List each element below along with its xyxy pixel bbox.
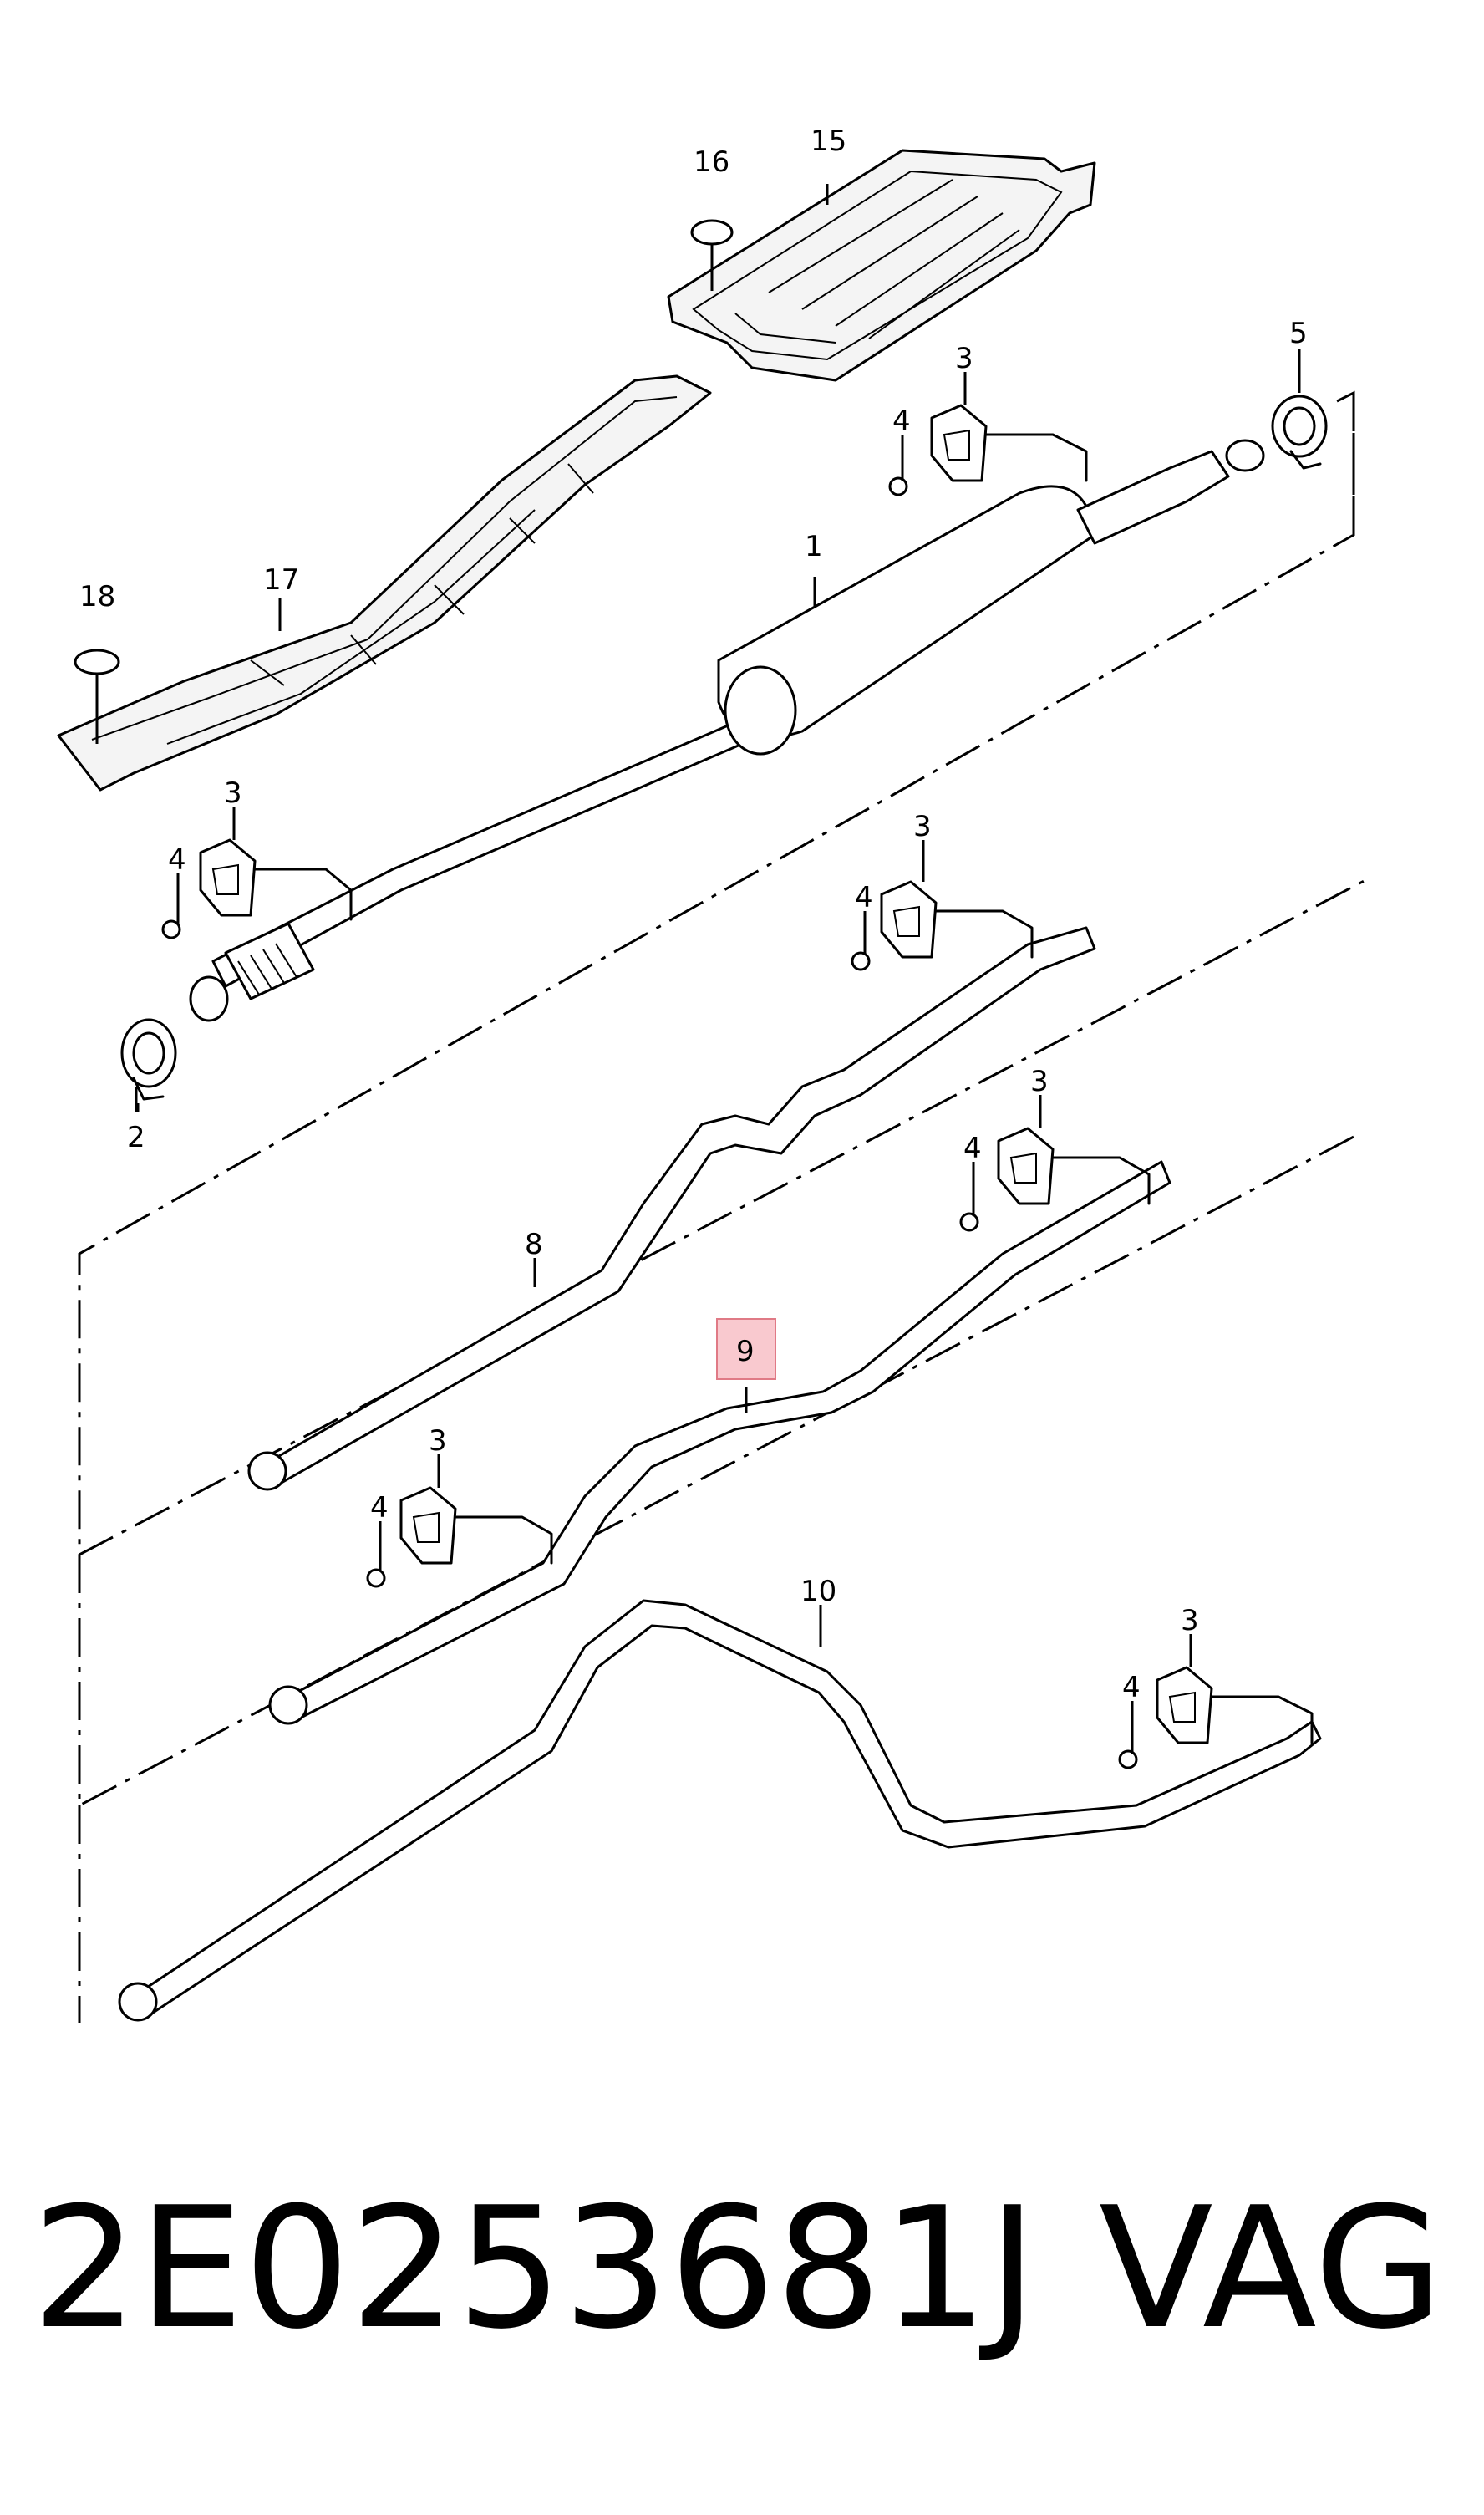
callout-5: 5	[1289, 317, 1308, 350]
mount-3-b[interactable]	[161, 838, 353, 939]
front-pipe-with-silencer[interactable]	[189, 439, 1265, 1022]
highlight-box-9	[716, 1318, 776, 1380]
callout-3-e: 3	[429, 1424, 447, 1458]
mount-3-c[interactable]	[851, 880, 1034, 971]
callout-17: 17	[263, 563, 299, 597]
callout-3-b: 3	[224, 776, 242, 810]
callout-2: 2	[127, 1121, 145, 1154]
callout-4-e: 4	[370, 1491, 389, 1525]
tailpipe-8[interactable]	[247, 926, 1096, 1491]
callout-16: 16	[694, 145, 729, 179]
mount-3-a[interactable]	[888, 404, 1088, 496]
callout-3-a: 3	[955, 342, 973, 375]
callout-1: 1	[805, 530, 823, 563]
tailpipe-9[interactable]	[268, 1160, 1171, 1725]
heat-shield-front[interactable]	[57, 374, 712, 792]
callout-4-f: 4	[1122, 1671, 1141, 1704]
callout-4-d: 4	[963, 1132, 982, 1165]
leader-lines	[135, 184, 1192, 1754]
callout-10: 10	[800, 1575, 836, 1608]
assembly-boundaries	[78, 390, 1371, 2023]
part-number: 2E0253681J	[32, 2171, 1038, 2366]
retainer-clip-16[interactable]	[690, 219, 734, 291]
clamp-front[interactable]	[120, 1018, 177, 1112]
callout-4-c: 4	[855, 881, 873, 914]
mount-3-e[interactable]	[366, 1486, 553, 1588]
callout-8: 8	[525, 1228, 543, 1261]
callout-9: 9	[736, 1335, 755, 1368]
tailpipe-10[interactable]	[118, 1599, 1322, 2022]
callout-4-a: 4	[892, 405, 911, 438]
callout-3-f: 3	[1181, 1604, 1199, 1637]
mount-3-d[interactable]	[959, 1127, 1151, 1232]
callout-18: 18	[79, 580, 115, 613]
clamp-rear[interactable]	[1271, 349, 1328, 470]
retainer-clip-18[interactable]	[74, 649, 120, 744]
mount-3-f[interactable]	[1118, 1666, 1314, 1769]
callout-4-b: 4	[168, 843, 186, 877]
brand-name: VAG	[1099, 2171, 1444, 2366]
callout-labels: 1 2 3 3 3 3 3 3 4 4 4 4 4 4 5 8 9 10 15 …	[79, 125, 1308, 1704]
callout-15: 15	[811, 125, 846, 158]
heat-shield-rear[interactable]	[667, 149, 1096, 382]
callout-3-d: 3	[1030, 1065, 1049, 1098]
callout-3-c: 3	[913, 810, 932, 843]
